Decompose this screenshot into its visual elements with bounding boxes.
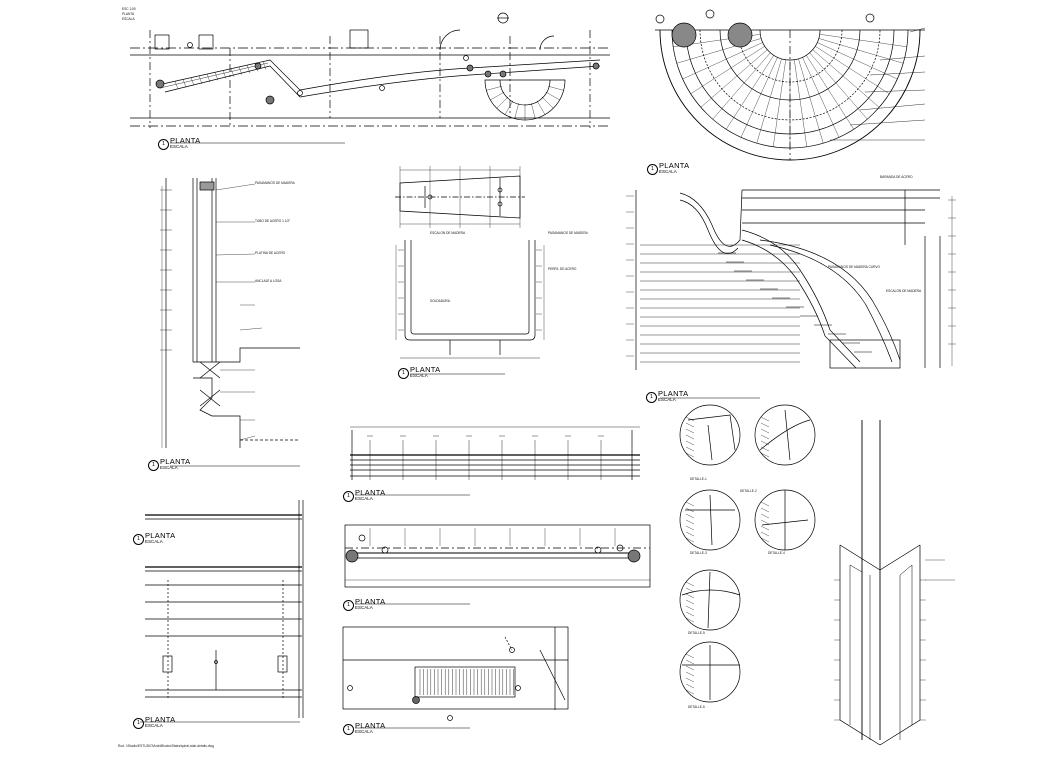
stair-elevation bbox=[626, 189, 956, 370]
view-title-text: PLANTA bbox=[410, 365, 441, 374]
view-marker: 1 bbox=[647, 164, 658, 175]
view-scale-text: ESCALA bbox=[355, 496, 373, 501]
view-title-text: PLANTA bbox=[145, 715, 176, 724]
detail-label-3: DETALLE-3 bbox=[690, 551, 707, 555]
header-line-2: PLANTA bbox=[122, 12, 135, 16]
view-title-text: PLANTA bbox=[170, 136, 201, 145]
plan-top-left bbox=[130, 12, 610, 128]
u-section bbox=[395, 240, 545, 359]
note-stair-3: ESCALON DE MADERA bbox=[886, 289, 922, 293]
view-title-text: PLANTA bbox=[658, 389, 689, 398]
view-scale-text: ESCALA bbox=[355, 605, 373, 610]
iso-post bbox=[834, 420, 955, 746]
view-scale-text: ESCALA bbox=[658, 397, 676, 402]
plate-detail bbox=[395, 166, 525, 228]
view-marker: 1 bbox=[646, 392, 657, 403]
note-section-3: ESCALON DE MADERA bbox=[430, 231, 466, 235]
view-marker: 1 bbox=[133, 534, 144, 545]
view-marker: 1 bbox=[148, 460, 159, 471]
view-scale-text: ESCALA bbox=[410, 373, 428, 378]
rail-elevation bbox=[350, 426, 640, 480]
note-section-2: PERFIL DE ACERO bbox=[548, 267, 577, 271]
header-line-3: ESCALA bbox=[122, 17, 135, 21]
note-stair-2: PASAMANOS DE MADERA CURVO bbox=[828, 265, 880, 269]
rail-section bbox=[160, 178, 300, 448]
view-scale-text: ESCALA bbox=[145, 539, 163, 544]
rail-plan bbox=[344, 524, 651, 588]
header-line-1: ESC 1:50 bbox=[122, 7, 136, 11]
file-path-note: Rod. \\Studio\ESTUDIO\ArchiBlocks\Stairs… bbox=[118, 744, 214, 748]
detail-label-1: DETALLE-1 bbox=[690, 477, 707, 481]
detail-label-2: DETALLE-2 bbox=[740, 489, 757, 493]
view-title-text: PLANTA bbox=[355, 721, 386, 730]
semicircle-plan bbox=[655, 9, 926, 161]
circular-details bbox=[679, 404, 816, 703]
view-marker: 1 bbox=[398, 368, 409, 379]
view-scale-text: ESCALA bbox=[145, 723, 163, 728]
note-rail-2: TUBO DE ACERO 1 1/2" bbox=[255, 219, 291, 223]
view-marker: 1 bbox=[133, 718, 144, 729]
note-section-1: PASAMANOS DE MADERA bbox=[548, 231, 588, 235]
view-title-text: PLANTA bbox=[355, 488, 386, 497]
flight-plan bbox=[342, 626, 569, 721]
view-title-text: PLANTA bbox=[659, 161, 690, 170]
view-marker: 1 bbox=[343, 724, 354, 735]
note-rail-3: PLATINA DE ACERO bbox=[255, 251, 286, 255]
view-marker: 1 bbox=[343, 600, 354, 611]
view-title-text: PLANTA bbox=[160, 457, 191, 466]
detail-label-6: DETALLE-6 bbox=[688, 705, 705, 709]
note-rail-1: PASAMANOS DE MADERA bbox=[255, 181, 295, 185]
view-title-text: PLANTA bbox=[145, 531, 176, 540]
view-marker: 1 bbox=[343, 491, 354, 502]
view-marker: 1 bbox=[158, 139, 169, 150]
detail-label-5: DETALLE-5 bbox=[688, 631, 705, 635]
note-section-4: SOLDADURA bbox=[430, 299, 450, 303]
view-scale-text: ESCALA bbox=[170, 144, 188, 149]
note-rail-4: ANCLAJE A LOSA bbox=[255, 279, 282, 283]
view-scale-text: ESCALA bbox=[160, 465, 178, 470]
note-stair-1: BARANDA DE ACERO bbox=[880, 175, 913, 179]
panel-elevation bbox=[145, 500, 304, 718]
detail-label-4: DETALLE-4 bbox=[768, 551, 785, 555]
view-title-text: PLANTA bbox=[355, 597, 386, 606]
view-scale-text: ESCALA bbox=[659, 169, 677, 174]
view-scale-text: ESCALA bbox=[355, 729, 373, 734]
